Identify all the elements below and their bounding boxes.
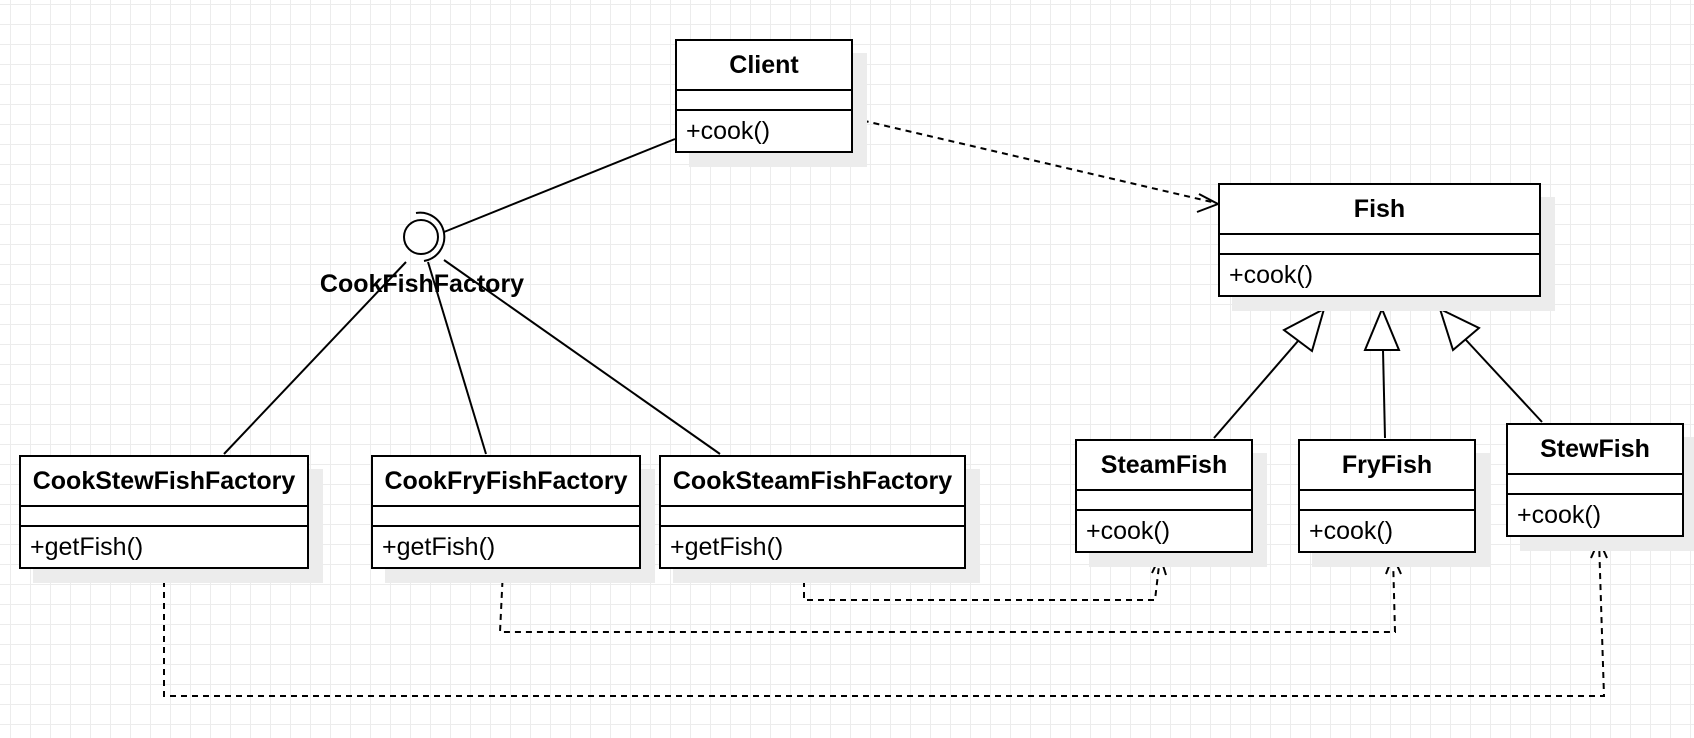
steam-fish-inheritance-triangle [1282, 307, 1326, 353]
class-fry-fish[interactable]: FryFish +cook() [1298, 439, 1476, 553]
class-stew-fish[interactable]: StewFish +cook() [1506, 423, 1684, 537]
interface-to-cook-fry-fish-factory-line [427, 261, 487, 455]
stew-fish-inheritance-triangle [1438, 307, 1481, 352]
class-steam-fish[interactable]: SteamFish +cook() [1075, 439, 1253, 553]
class-cook-steam-fish-factory[interactable]: CookSteamFishFactory +getFish() [659, 455, 966, 569]
class-fish-operation: +cook() [1229, 261, 1314, 289]
interface-to-cook-stew-fish-factory-line [223, 261, 407, 455]
fry-fish-inheritance-triangle [1363, 306, 1401, 351]
class-fish-name: Fish [1220, 185, 1539, 235]
stew-fish-inheritance-line [1465, 339, 1543, 423]
interface-label-cook-fish-factory: CookFishFactory [319, 270, 525, 298]
class-cook-steam-fish-factory-name: CookSteamFishFactory [661, 457, 964, 507]
class-client-attributes [677, 91, 851, 111]
class-cook-stew-fish-factory-operation: +getFish() [30, 533, 144, 561]
fry-fish-inheritance-line [1382, 349, 1386, 439]
client-to-fish-dependency-line [851, 117, 1217, 204]
class-fry-fish-attributes [1300, 491, 1474, 511]
class-cook-fry-fish-factory-attributes [373, 507, 639, 527]
class-steam-fish-operation: +cook() [1086, 517, 1171, 545]
class-fry-fish-name: FryFish [1300, 441, 1474, 491]
class-fry-fish-operation: +cook() [1309, 517, 1394, 545]
interface-lollipop-circle [403, 219, 439, 255]
class-client[interactable]: Client +cook() [675, 39, 853, 153]
stew-fish-dependency-arrowhead [1590, 537, 1608, 559]
client-to-fish-arrowhead [1196, 193, 1221, 213]
class-client-name: Client [677, 41, 851, 91]
class-steam-fish-attributes [1077, 491, 1251, 511]
cook-steam-fish-factory-to-steam-fish-line [803, 556, 1161, 601]
interface-socket-arc [415, 211, 446, 262]
class-steam-fish-name: SteamFish [1077, 441, 1251, 491]
class-client-operation: +cook() [686, 117, 771, 145]
class-cook-stew-fish-factory[interactable]: CookStewFishFactory +getFish() [19, 455, 309, 569]
class-cook-steam-fish-factory-attributes [661, 507, 964, 527]
class-cook-steam-fish-factory-operation: +getFish() [670, 533, 784, 561]
cook-stew-fish-factory-to-stew-fish-line [163, 540, 1606, 697]
class-cook-fry-fish-factory-name: CookFryFishFactory [373, 457, 639, 507]
interface-to-cook-steam-fish-factory-line [443, 259, 721, 455]
steam-fish-inheritance-line [1213, 340, 1299, 439]
steam-fish-dependency-arrowhead [1151, 553, 1167, 576]
class-stew-fish-name: StewFish [1508, 425, 1682, 475]
class-fish-attributes [1220, 235, 1539, 255]
class-cook-fry-fish-factory-operation: +getFish() [382, 533, 496, 561]
class-cook-fry-fish-factory[interactable]: CookFryFishFactory +getFish() [371, 455, 641, 569]
client-to-interface-line [443, 138, 676, 233]
class-cook-stew-fish-factory-attributes [21, 507, 307, 527]
fry-fish-dependency-arrowhead [1385, 553, 1402, 575]
class-fish[interactable]: Fish +cook() [1218, 183, 1541, 297]
class-stew-fish-attributes [1508, 475, 1682, 495]
class-cook-stew-fish-factory-name: CookStewFishFactory [21, 457, 307, 507]
class-stew-fish-operation: +cook() [1517, 501, 1602, 529]
cook-fry-fish-factory-to-fry-fish-line [498, 556, 1397, 633]
